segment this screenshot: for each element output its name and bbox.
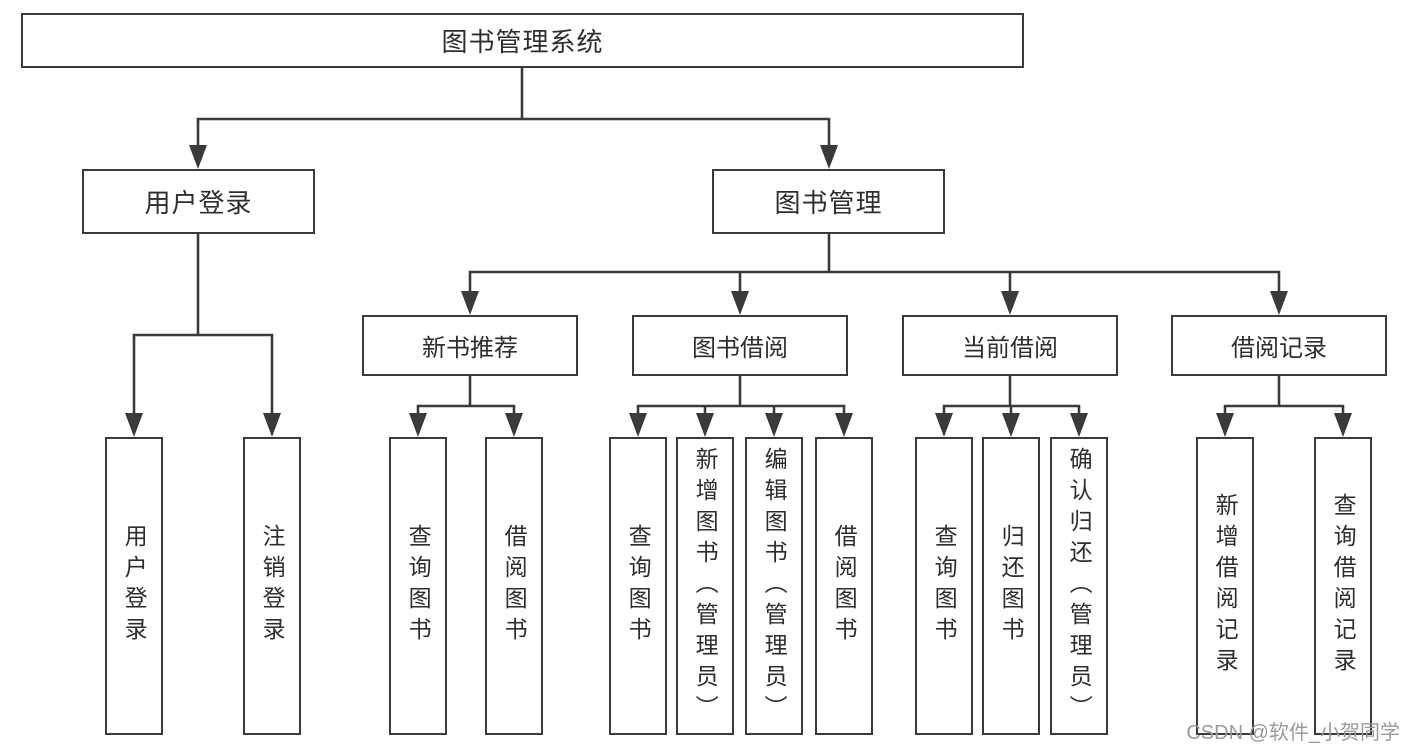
leaf-add-book-admin-label: 新增图书（管理员）: [692, 446, 719, 726]
node-borrow-records: 借阅记录: [1171, 315, 1387, 376]
leaf-logout: 注销登录: [243, 437, 301, 735]
arrowhead-query-borrow-record: [1334, 413, 1352, 437]
node-book-mgmt: 图书管理: [712, 169, 945, 234]
leaf-add-borrow-record-label: 新增借阅记录: [1212, 493, 1239, 679]
connector-new-book-rec-bracket: [416, 404, 516, 414]
leaf-edit-book-admin-label: 编辑图书（管理员）: [761, 446, 788, 726]
leaf-confirm-return-admin-label: 确认归还（管理员）: [1066, 446, 1093, 726]
leaf-logout-label: 注销登录: [259, 524, 286, 648]
leaf-query-book-rec: 查询图书: [389, 437, 447, 735]
arrowhead-borrow-records: [1270, 291, 1288, 315]
leaf-borrow-book-rec: 借阅图书: [485, 437, 543, 735]
leaf-confirm-return-admin: 确认归还（管理员）: [1050, 437, 1108, 735]
arrowhead-book-borrow: [731, 291, 749, 315]
leaf-query-borrow-record: 查询借阅记录: [1314, 437, 1372, 735]
leaf-return-book: 归还图书: [982, 437, 1040, 735]
arrowhead-user-login: [189, 145, 207, 169]
node-root-system: 图书管理系统: [21, 13, 1024, 68]
leaf-user-login: 用户登录: [105, 437, 163, 735]
leaf-return-book-label: 归还图书: [998, 524, 1025, 648]
connector-root-bracket: [196, 117, 831, 146]
connector-user-login-bracket: [132, 333, 274, 414]
leaf-user-login-label: 用户登录: [121, 524, 148, 648]
arrowhead-confirm-return-admin: [1070, 413, 1088, 437]
arrowhead-add-borrow-record: [1216, 413, 1234, 437]
arrowhead-borrow-book-borrow: [835, 413, 853, 437]
node-current-borrow: 当前借阅: [902, 315, 1118, 376]
arrowhead-leaf-logout: [263, 413, 281, 437]
leaf-borrow-book-borrow: 借阅图书: [815, 437, 873, 735]
arrowhead-query-book-borrow: [629, 413, 647, 437]
node-user-login: 用户登录: [82, 169, 315, 234]
leaf-add-borrow-record: 新增借阅记录: [1196, 437, 1254, 735]
leaf-borrow-book-borrow-label: 借阅图书: [831, 524, 858, 648]
csdn-watermark: CSDN @软件_小贺同学: [1186, 722, 1400, 744]
arrowhead-book-mgmt: [820, 145, 838, 169]
arrowhead-query-book-rec: [409, 413, 427, 437]
arrowhead-add-book-admin: [696, 413, 714, 437]
arrowhead-new-book-rec: [461, 291, 479, 315]
leaf-edit-book-admin: 编辑图书（管理员）: [745, 437, 803, 735]
arrowhead-borrow-book-rec: [505, 413, 523, 437]
leaf-borrow-book-rec-label: 借阅图书: [501, 524, 528, 648]
arrowhead-query-book-current: [935, 413, 953, 437]
leaf-query-book-current: 查询图书: [915, 437, 973, 735]
leaf-query-book-current-label: 查询图书: [931, 524, 958, 648]
connector-level3-bracket: [468, 270, 1281, 292]
leaf-query-book-rec-label: 查询图书: [405, 524, 432, 648]
node-new-book-rec: 新书推荐: [362, 315, 578, 376]
leaf-add-book-admin: 新增图书（管理员）: [676, 437, 734, 735]
leaf-query-borrow-record-label: 查询借阅记录: [1330, 493, 1357, 679]
connector-borrow-records-bracket: [1223, 404, 1345, 414]
arrowhead-current-borrow: [1001, 291, 1019, 315]
leaf-query-book-borrow-label: 查询图书: [625, 524, 652, 648]
arrowhead-edit-book-admin: [765, 413, 783, 437]
arrowhead-return-book: [1002, 413, 1020, 437]
arrowhead-leaf-user-login: [125, 413, 143, 437]
leaf-query-book-borrow: 查询图书: [609, 437, 667, 735]
node-book-borrow: 图书借阅: [632, 315, 848, 376]
connector-book-borrow-bracket: [636, 404, 846, 414]
